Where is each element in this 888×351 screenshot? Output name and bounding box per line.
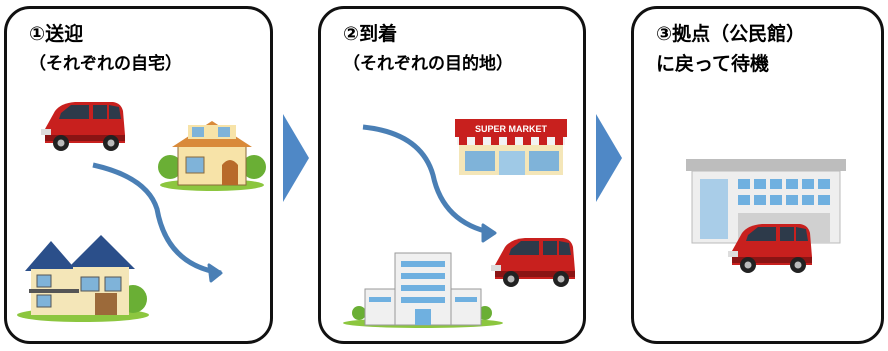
chevron-right-icon xyxy=(283,114,309,202)
chevron-right-icon xyxy=(596,114,622,202)
house-icon xyxy=(158,121,266,191)
step-2-illustration: SUPER MARKET xyxy=(343,119,575,328)
step-2-title-block: ②到着 （それぞれの目的地） xyxy=(343,19,513,79)
step-3-title: ③拠点（公民館） xyxy=(656,23,806,45)
step-1-title: ①送迎 xyxy=(29,23,84,45)
step-1-illustration xyxy=(17,102,266,322)
minivan-icon xyxy=(491,238,575,287)
step-3-panel: ③拠点（公民館） に戻って待機 xyxy=(631,6,884,344)
step-1-subtitle: （それぞれの自宅） xyxy=(29,54,182,74)
step-2-panel: ②到着 （それぞれの目的地） SUPER MARKET xyxy=(318,6,586,344)
house-icon xyxy=(17,235,149,322)
curved-arrow-icon xyxy=(92,162,223,283)
step-3-subtitle: に戻って待機 xyxy=(656,53,770,75)
supermarket-icon: SUPER MARKET xyxy=(455,119,567,175)
hospital-icon xyxy=(343,252,503,328)
step-3-title-block: ③拠点（公民館） に戻って待機 xyxy=(656,19,805,79)
supermarket-sign: SUPER MARKET xyxy=(475,124,548,134)
minivan-icon xyxy=(728,224,812,273)
minivan-icon xyxy=(41,102,125,151)
step-1-panel: ①送迎 （それぞれの自宅） xyxy=(4,6,273,344)
step-1-title-block: ①送迎 （それぞれの自宅） xyxy=(29,19,182,79)
curved-arrow-icon xyxy=(362,124,497,243)
step-3-illustration xyxy=(686,159,846,273)
step-2-title: ②到着 xyxy=(343,23,398,45)
step-2-subtitle: （それぞれの目的地） xyxy=(343,54,513,74)
